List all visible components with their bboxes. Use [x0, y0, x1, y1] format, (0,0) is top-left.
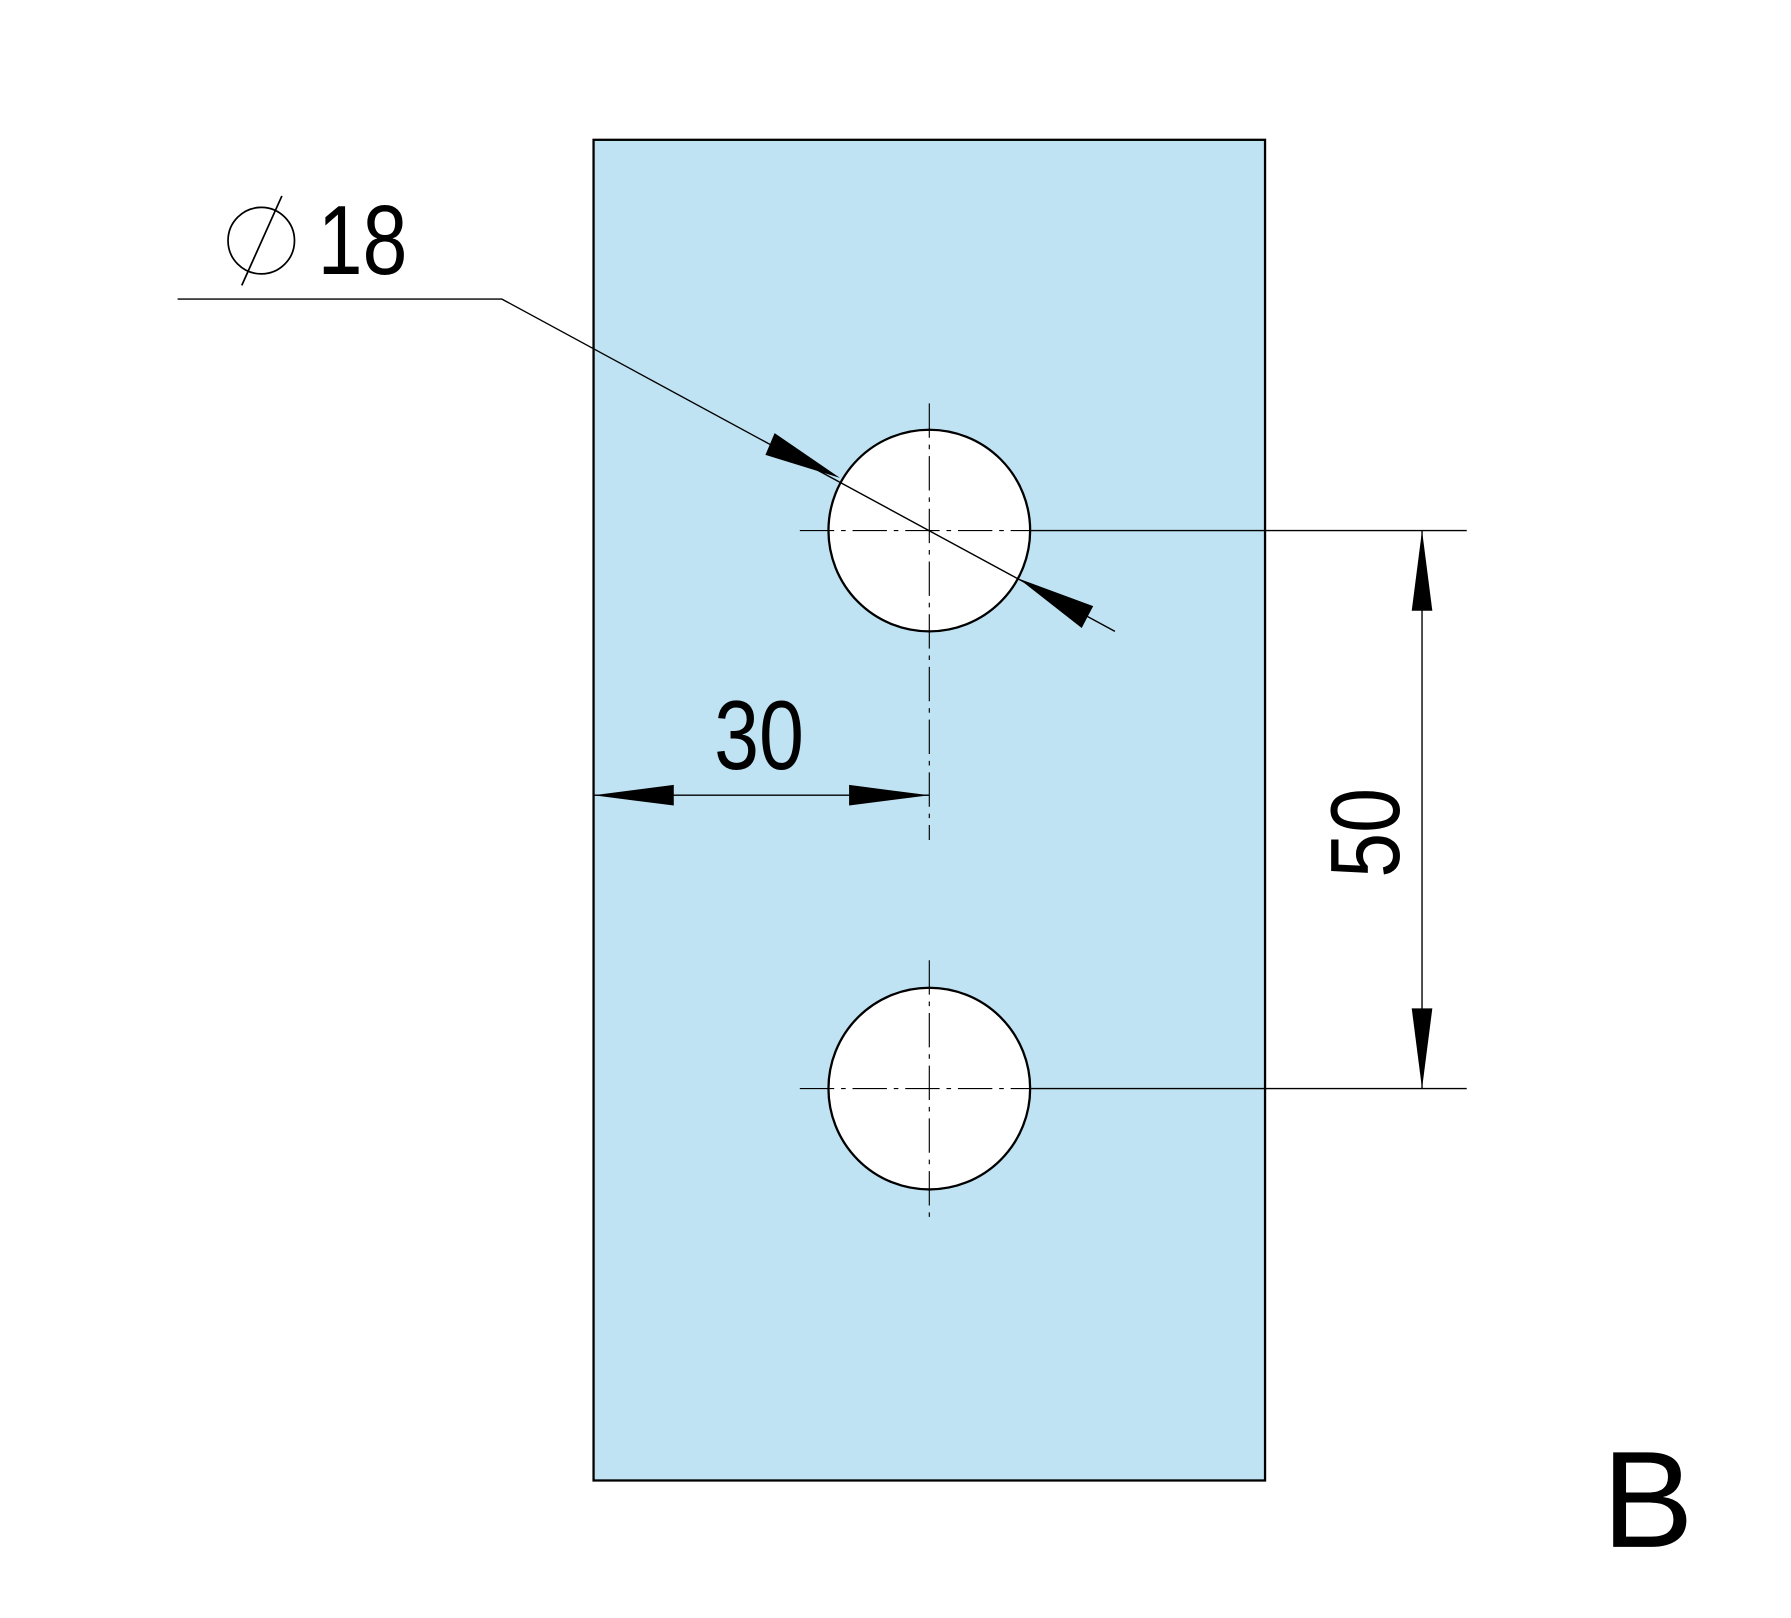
dimension-arrows — [593, 530, 1433, 1089]
glass-plate — [592, 138, 1267, 1482]
diameter-label: 18 — [318, 185, 408, 295]
vertical-dimension-label: 50 — [1311, 788, 1421, 878]
center-lines — [799, 403, 1032, 1219]
leader-arrows — [765, 433, 1094, 628]
horizontal-dimension-label: 30 — [714, 680, 804, 790]
view-label: B — [1602, 1424, 1694, 1577]
diameter-icon — [227, 195, 296, 286]
diameter-leader — [177, 298, 1116, 632]
